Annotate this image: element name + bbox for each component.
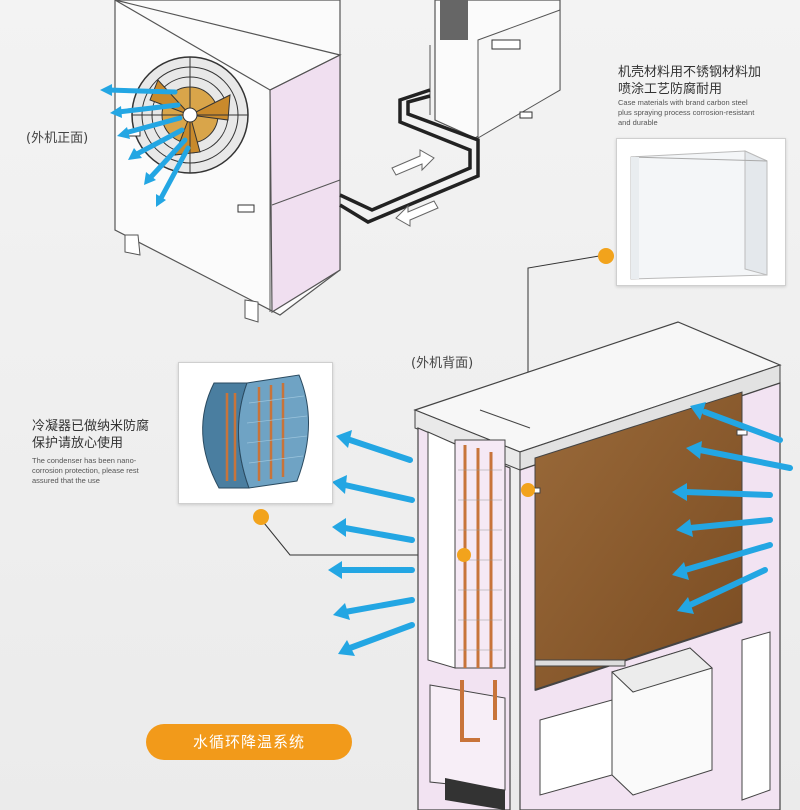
rear-left-airflow-arrows — [337, 437, 415, 651]
front-outdoor-unit — [100, 0, 342, 323]
system-title-badge: 水循环降温系统 — [146, 724, 352, 760]
cond-cn-line1: 冷凝器已做纳米防腐 — [32, 419, 150, 434]
refrigerant-pipes — [339, 88, 480, 224]
rear-right-airflow-arrows — [682, 409, 793, 608]
condenser-coil-image — [202, 374, 310, 489]
front-unit-label: (外机正面) — [26, 131, 89, 146]
cond-en-line2: corrosion protection, please rest — [32, 466, 139, 475]
condenser-callout: 冷凝器已做纳米防腐 保护请放心使用 The condenser has been… — [32, 418, 149, 486]
front-airflow-arrows — [105, 87, 191, 203]
callout-dot-icon — [253, 248, 614, 562]
rear-outdoor-unit — [328, 321, 793, 810]
case-material-inset — [616, 138, 786, 286]
cond-cn-line2: 保护请放心使用 — [32, 436, 124, 451]
case-cn-line2: 喷涂工艺防腐耐用 — [618, 82, 723, 97]
indoor-unit — [429, 0, 561, 139]
case-material-callout: 机壳材料用不锈钢材料加 喷涂工艺防腐耐用 Case materials with… — [618, 64, 761, 128]
fan-grille — [131, 56, 249, 174]
case-en-line1: Case materials with brand carbon steel — [618, 98, 748, 107]
rear-unit-label: (外机背面) — [411, 356, 474, 371]
flow-direction-arrow-icon — [391, 149, 439, 227]
condenser-inset — [178, 362, 333, 504]
case-en-line2: plus spraying process corrosion-resistan… — [618, 108, 755, 117]
case-cn-line1: 机壳材料用不锈钢材料加 — [618, 65, 762, 80]
case-en-line3: and durable — [618, 118, 658, 127]
airflow-arrow-icon — [100, 84, 166, 207]
cond-en-line3: assured that the use — [32, 476, 100, 485]
cond-en-line1: The condenser has been nano- — [32, 456, 137, 465]
case-panel-image — [630, 150, 768, 280]
airflow-arrow-icon — [672, 402, 706, 614]
airflow-arrow-icon — [328, 430, 355, 656]
